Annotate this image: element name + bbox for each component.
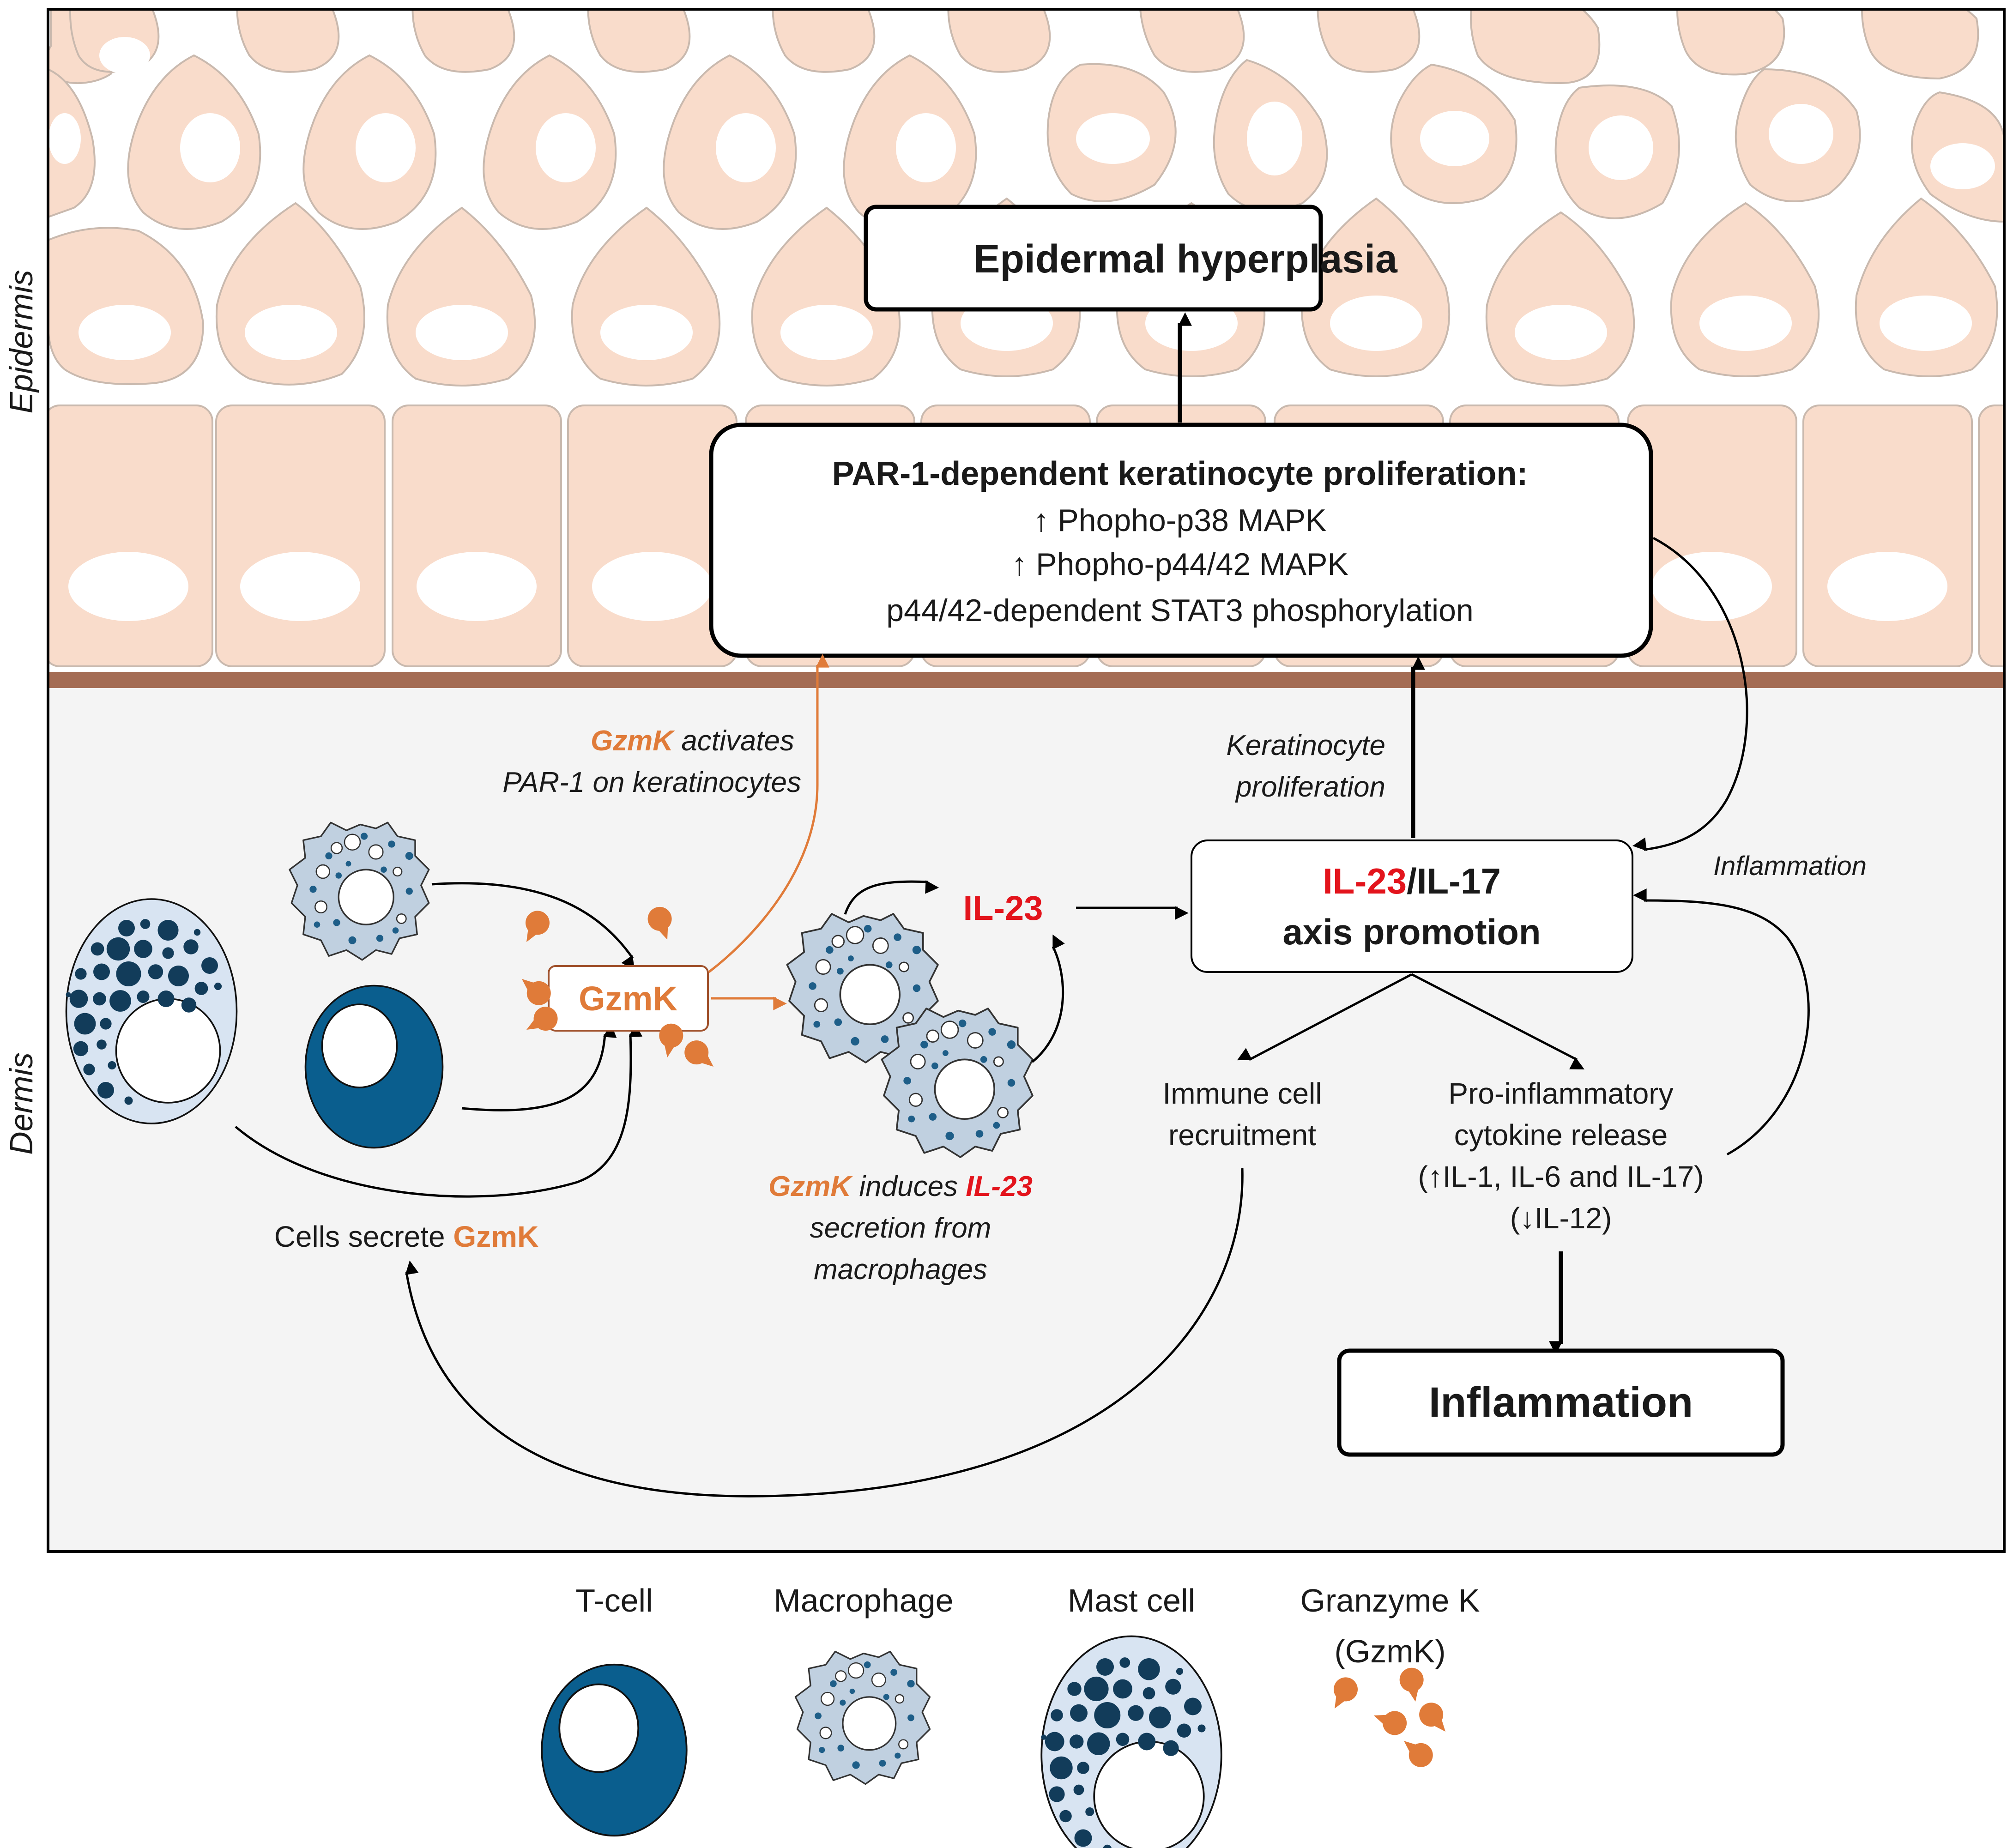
arrow-par1-to-axis — [1632, 537, 1748, 851]
axis-il23: IL-23 — [1323, 861, 1407, 901]
cytokine-line2: cytokine release — [1454, 1118, 1668, 1152]
arrow-gzmk-to-par1 — [708, 654, 829, 973]
kerat-prolif-2: proliferation — [1235, 771, 1385, 803]
par1-title: PAR-1-dependent keratinocyte proliferati… — [832, 455, 1528, 492]
arrow-macrophage-to-gzmk — [431, 882, 635, 970]
par1-line2: ↑ Phopho-p44/42 MAPK — [1011, 547, 1348, 582]
secrete-label: Cells secrete GzmK — [274, 1220, 539, 1253]
inflammation-arrow-label: Inflammation — [1713, 851, 1867, 881]
activates-line1: GzmK activates — [591, 725, 794, 757]
legend-macrophage-icon — [794, 1650, 931, 1785]
induces-line2: secretion from — [810, 1212, 991, 1244]
activates-verb: activates — [673, 725, 794, 757]
hyperplasia-box — [864, 205, 1323, 312]
cytokine-line3: (↑IL-1, IL-6 and IL-17) — [1418, 1160, 1704, 1193]
legend-granzyme-icon — [1414, 1697, 1455, 1739]
arrow-cytokine-to-axis — [1633, 888, 1810, 1156]
arrow-axis-to-immune — [1237, 973, 1413, 1061]
legend-tcell-label: T-cell — [575, 1582, 653, 1619]
epidermis-label: Epidermis — [3, 270, 39, 413]
par1-line1: ↑ Phopho-p38 MAPK — [1033, 503, 1326, 538]
induces-verb: induces — [851, 1171, 966, 1202]
activates-gzmk: GzmK — [591, 725, 675, 757]
t-cell — [304, 984, 444, 1149]
arrow-tcell-to-gzmk — [461, 1024, 617, 1111]
hyperplasia-text: Epidermal hyperplasia — [973, 237, 1398, 281]
axis-box — [1191, 839, 1633, 973]
legend-tcell-icon — [541, 1663, 688, 1837]
cytokine-line4: (↓IL-12) — [1510, 1202, 1612, 1235]
legend-mast-icon — [1040, 1635, 1222, 1848]
axis-line2: axis promotion — [1282, 912, 1541, 952]
secrete-text: Cells secrete — [274, 1220, 453, 1253]
induces-line3: macrophages — [814, 1254, 987, 1286]
axis-il17: /IL-17 — [1407, 861, 1501, 901]
legend-granzyme-icon — [1370, 1704, 1410, 1739]
par1-box — [709, 423, 1653, 658]
legend-granzyme-icon — [1324, 1673, 1362, 1715]
legend-granzyme-icon — [1396, 1732, 1438, 1772]
arrow-macro-to-il23-bottom — [1031, 934, 1065, 1063]
cytokine-line1: Pro-inflammatory — [1448, 1077, 1673, 1110]
immune-line2: recruitment — [1168, 1118, 1316, 1152]
activates-line2: PAR-1 on keratinocytes — [502, 767, 801, 798]
basement-membrane — [48, 672, 2004, 688]
arrow-macro-to-il23-top — [844, 880, 939, 915]
arrow-axis-to-cytokine — [1411, 973, 1585, 1069]
mast-cell — [65, 898, 238, 1124]
legend-macrophage-label: Macrophage — [774, 1582, 953, 1619]
legend: T-cell Macrophage Mast cell Granzyme K (… — [541, 1582, 1480, 1848]
arrow-immune-to-cells — [405, 1168, 1244, 1498]
immune-line1: Immune cell — [1163, 1077, 1322, 1110]
induces-line1: GzmK induces IL-23 — [768, 1171, 1033, 1202]
legend-granzyme-label1: Granzyme K — [1300, 1582, 1480, 1619]
axis-line1: IL-23/IL-17 — [1323, 861, 1501, 901]
inflammation-box — [1337, 1348, 1785, 1457]
induces-il23: IL-23 — [966, 1171, 1033, 1202]
legend-granzyme-label2: (GzmK) — [1334, 1633, 1445, 1669]
dermis-label: Dermis — [3, 1052, 39, 1155]
gzmk-text: GzmK — [579, 979, 677, 1018]
legend-granzyme-icon — [1397, 1666, 1427, 1704]
par1-line3: p44/42-dependent STAT3 phosphorylation — [886, 593, 1473, 628]
il23-label: IL-23 — [963, 889, 1043, 927]
legend-mast-label: Mast cell — [1068, 1582, 1195, 1619]
inflammation-text: Inflammation — [1429, 1379, 1693, 1426]
secrete-gzmk: GzmK — [453, 1220, 538, 1253]
arrow-mast-to-gzmk — [235, 1023, 643, 1198]
diagram-frame — [47, 8, 2006, 1553]
kerat-prolif-1: Keratinocyte — [1226, 730, 1385, 761]
induces-gzmk: GzmK — [768, 1171, 853, 1202]
